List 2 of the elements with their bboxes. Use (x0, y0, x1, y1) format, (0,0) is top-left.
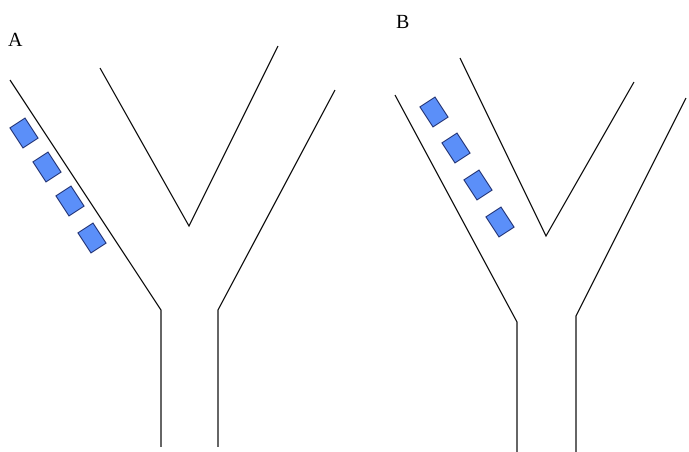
panel-label: B (396, 12, 410, 32)
panel-label: A (8, 30, 22, 50)
